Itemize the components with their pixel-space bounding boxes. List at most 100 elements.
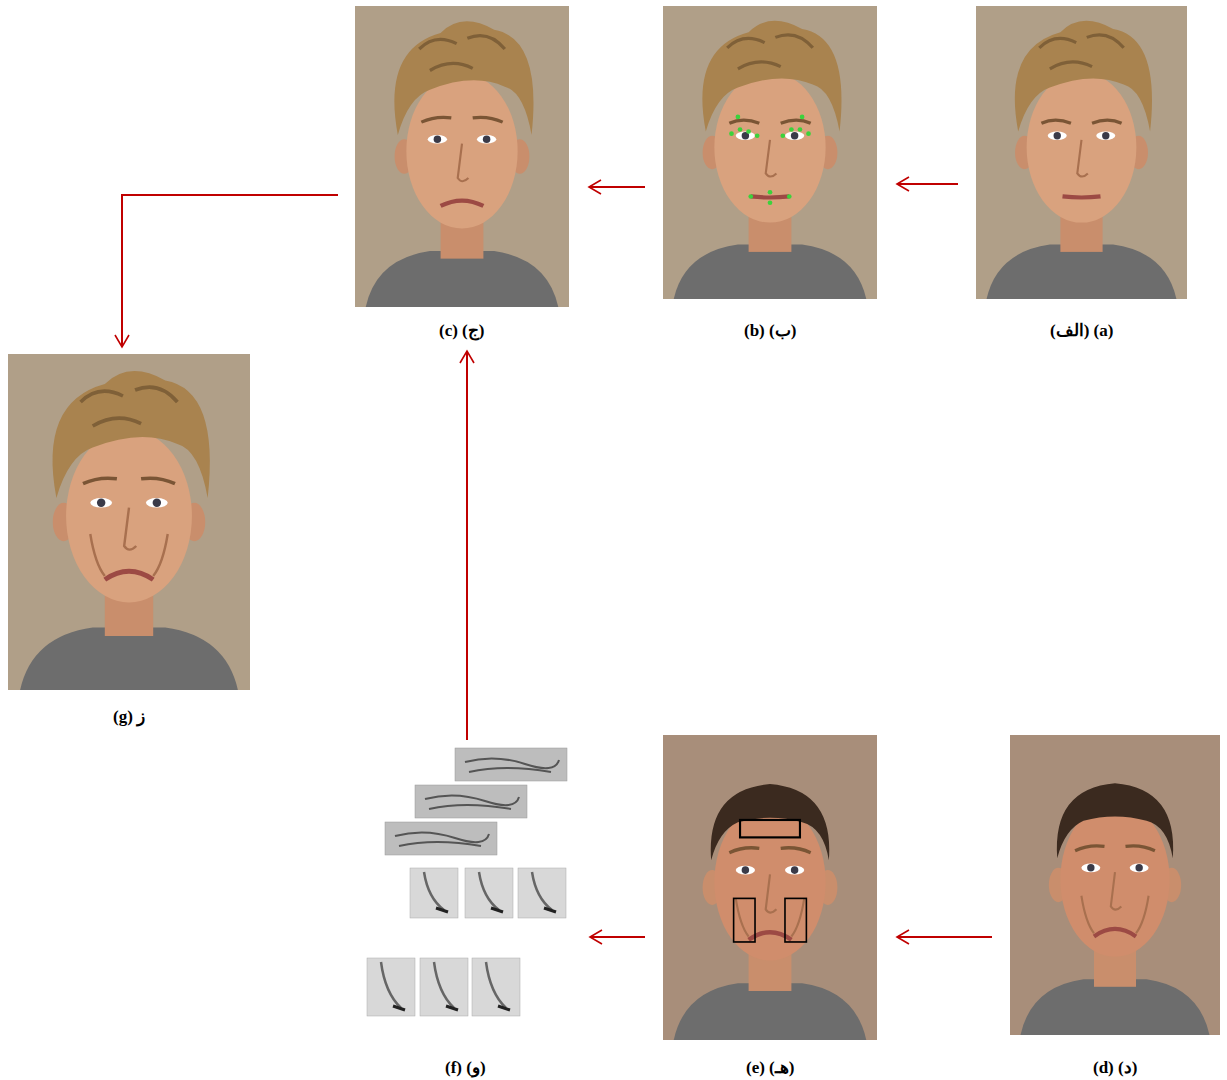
texture-collage — [360, 745, 570, 1035]
eyebrow — [729, 848, 759, 853]
image-panel: (e) (هـ) — [663, 735, 877, 1080]
shirt — [987, 245, 1177, 299]
panel-caption: (d) (د) — [1091, 1057, 1139, 1078]
wrinkle-line — [425, 795, 519, 809]
landmark-dot — [755, 133, 760, 138]
pupil — [791, 866, 798, 874]
photo-background — [1010, 735, 1220, 1035]
wrinkle-line — [381, 962, 401, 1008]
wrinkle-line — [424, 872, 444, 910]
eye — [736, 132, 755, 140]
flow-arrow — [466, 351, 468, 740]
wrinkle-line — [486, 962, 506, 1008]
eyebrow — [781, 120, 811, 123]
flow-arrow — [589, 186, 645, 188]
landmark-dot — [746, 129, 751, 134]
pupil — [153, 499, 161, 507]
image-panel: (d) (د) — [1010, 735, 1220, 1080]
eye — [477, 135, 496, 144]
landmark-dot — [787, 194, 792, 199]
wrinkle-line — [544, 908, 556, 912]
face-photo — [8, 354, 250, 690]
landmark-dot — [798, 127, 803, 132]
image-panel: (الف) (a) — [976, 6, 1187, 343]
hair — [711, 784, 830, 860]
photo-background — [976, 6, 1187, 299]
shirt — [366, 251, 559, 307]
wrinkle-line — [532, 872, 552, 910]
landmark-dot — [768, 200, 773, 205]
wrinkle-line — [465, 758, 559, 772]
hair-curl — [727, 35, 813, 69]
texture-patch — [472, 958, 520, 1016]
photo-background — [8, 354, 250, 690]
eyebrow — [1075, 846, 1104, 851]
hair — [1015, 21, 1152, 132]
face — [406, 74, 517, 229]
pupil — [742, 866, 749, 874]
mouth — [105, 571, 153, 579]
panel-caption: (b) (ب) — [742, 320, 798, 341]
hair-curl — [1039, 35, 1123, 69]
face-photo — [663, 6, 877, 299]
eye — [1096, 132, 1115, 140]
eyebrow — [141, 478, 175, 483]
wrinkle-line — [434, 962, 454, 1008]
face — [1027, 72, 1137, 223]
pupil — [434, 136, 441, 144]
hair — [53, 371, 210, 498]
panel-caption: (g) ز — [111, 706, 147, 727]
image-panel: (g) ز — [8, 354, 250, 729]
eye — [785, 866, 804, 875]
photo-background — [355, 6, 569, 307]
photo-background — [663, 6, 877, 299]
mouth — [441, 201, 484, 206]
photo-background — [663, 735, 877, 1040]
mouth — [1063, 196, 1101, 197]
wrinkle-line — [436, 908, 448, 912]
eye — [1048, 132, 1067, 140]
nose — [1111, 872, 1122, 910]
eye — [146, 498, 168, 508]
shirt — [20, 628, 238, 690]
image-panel: (c) (ج) — [355, 6, 569, 343]
wrinkle-line — [498, 1006, 510, 1010]
face — [66, 430, 192, 603]
shirt — [674, 983, 867, 1040]
flow-arrow — [897, 936, 992, 938]
eye — [736, 866, 755, 875]
landmark-dot — [729, 131, 734, 136]
region-box — [734, 898, 755, 942]
image-panel: (f) (و) — [360, 745, 570, 1080]
panel-caption: (f) (و) — [443, 1057, 488, 1078]
eyebrow — [1092, 120, 1122, 123]
hair — [702, 21, 841, 132]
nose — [766, 874, 777, 912]
eyebrow — [1126, 846, 1155, 851]
face-photo — [1010, 735, 1220, 1035]
panel-caption: (الف) (a) — [1048, 320, 1115, 341]
eyebrow — [83, 478, 117, 483]
texture-patch — [455, 748, 567, 781]
flow-arrow — [122, 195, 338, 347]
shirt — [674, 245, 867, 299]
image-panel: (b) (ب) — [663, 6, 877, 343]
eyebrow — [421, 117, 451, 122]
region-box — [785, 898, 806, 942]
nose — [458, 144, 469, 182]
face-photo — [355, 6, 569, 307]
pupil — [791, 132, 798, 139]
face — [714, 804, 825, 961]
texture-patch — [465, 868, 513, 918]
eyebrow — [781, 848, 811, 853]
landmark-dot — [780, 133, 785, 138]
shirt — [1021, 979, 1210, 1035]
texture-patch — [385, 822, 497, 855]
wrinkle-line — [479, 872, 499, 910]
landmark-dot — [789, 127, 794, 132]
eye — [90, 498, 112, 508]
wrinkle-line — [395, 832, 489, 846]
face — [1060, 803, 1169, 957]
nose — [1077, 140, 1088, 177]
texture-patch — [518, 868, 566, 918]
